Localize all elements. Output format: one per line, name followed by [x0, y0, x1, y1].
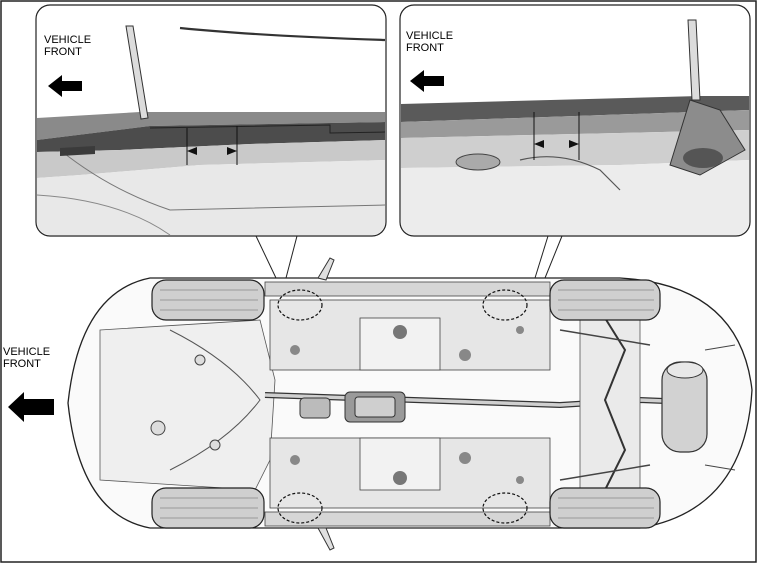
vehicle-front-label-main: VEHICLE FRONT [3, 346, 50, 370]
arrow-left-icon [8, 392, 54, 422]
arrow-left-icon [410, 70, 444, 92]
vehicle-underbody [67, 257, 753, 551]
vehicle-front-label-right: VEHICLE FRONT [406, 30, 453, 54]
detail-panel-left [35, 4, 387, 237]
label-line: VEHICLE [406, 30, 454, 42]
label-line: FRONT [44, 46, 82, 58]
label-line: VEHICLE [44, 34, 92, 46]
dashed-ellipse-highlight [277, 289, 323, 321]
label-line: FRONT [3, 358, 41, 370]
dashed-ellipse-highlight [482, 492, 528, 524]
arrow-left-icon [48, 75, 82, 97]
dashed-ellipse-highlight [277, 492, 323, 524]
dashed-ellipse-highlight [482, 289, 528, 321]
label-line: VEHICLE [3, 346, 51, 358]
vehicle-front-label-left: VEHICLE FRONT [44, 34, 91, 58]
detail-panel-right [399, 4, 751, 237]
double-arrow-marker-icon [187, 147, 197, 155]
label-line: FRONT [406, 42, 444, 54]
